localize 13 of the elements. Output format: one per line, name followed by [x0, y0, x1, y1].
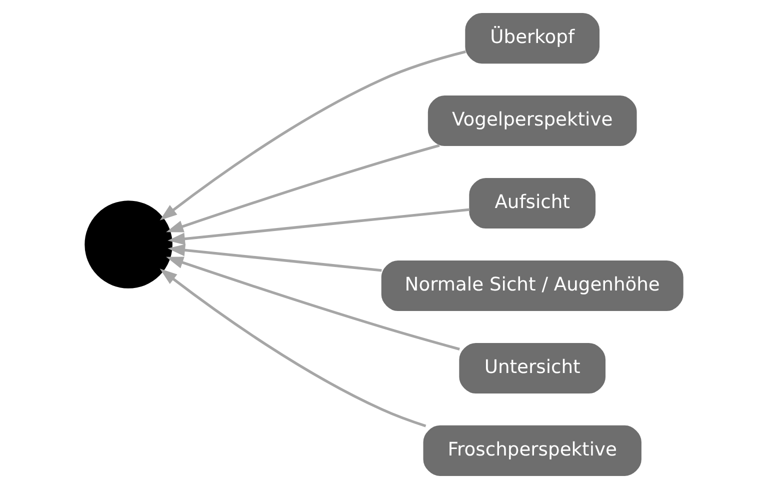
- node-box: Normale Sicht / Augenhöhe: [381, 260, 684, 312]
- node-box: Untersicht: [459, 342, 606, 394]
- node-box: Überkopf: [465, 13, 600, 64]
- arrow: [160, 50, 466, 220]
- node-box: Froschperspektive: [423, 425, 642, 476]
- node-person: [84, 200, 172, 288]
- arrow: [160, 268, 426, 428]
- arrow: [166, 144, 440, 232]
- arrow: [166, 256, 460, 350]
- node-box: Vogelperspektive: [428, 96, 637, 146]
- arrow: [168, 244, 382, 272]
- arrow: [168, 208, 470, 245]
- node-box: Aufsicht: [469, 178, 596, 229]
